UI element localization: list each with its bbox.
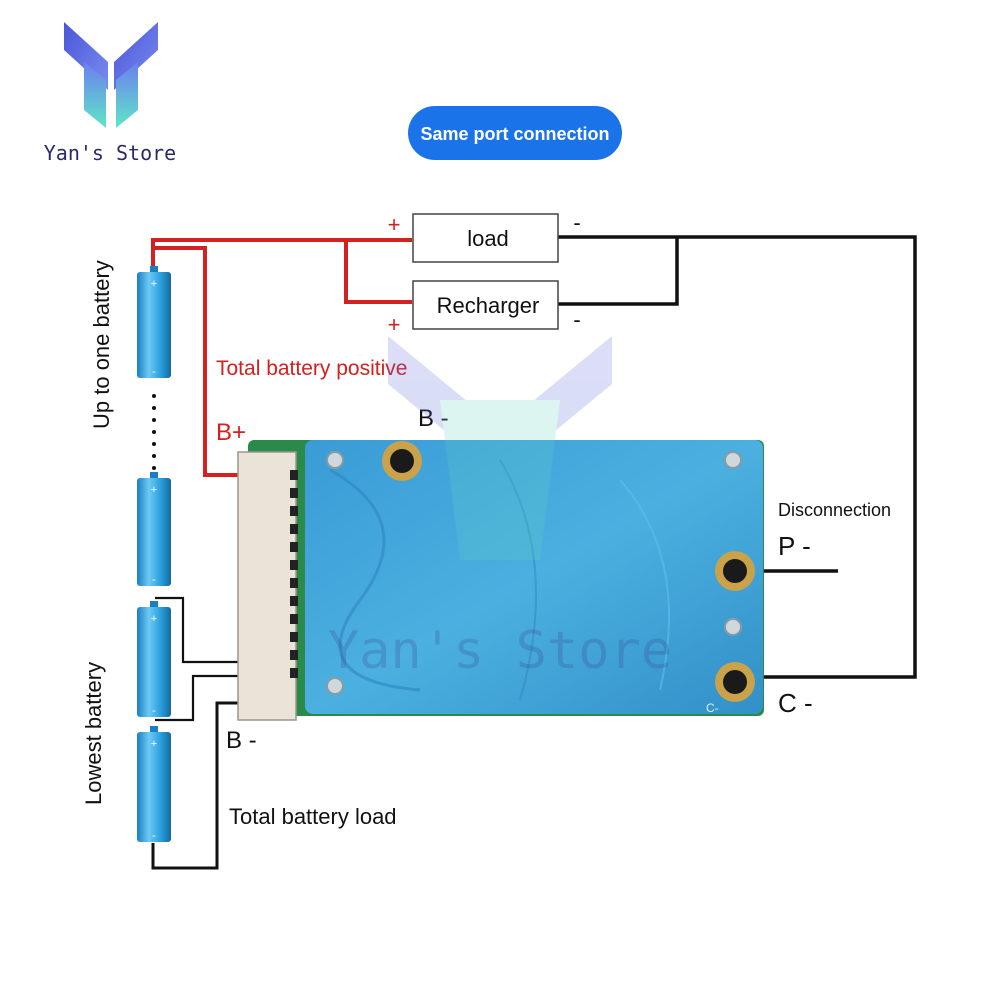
up-to-one-battery-label: Up to one battery <box>89 260 114 429</box>
battery-body <box>137 607 171 717</box>
bms-board: C- <box>237 440 764 721</box>
positive-wire-to-recharger <box>344 240 412 304</box>
battery-plus-mark: + <box>151 484 157 496</box>
b-plus-label: B+ <box>216 419 246 446</box>
watermark-store-name: Yan's Store <box>328 621 672 681</box>
b-minus-terminal <box>382 441 422 481</box>
negative-wiring <box>558 235 917 679</box>
disconnection-label: Disconnection <box>778 500 891 520</box>
battery-body <box>137 272 171 378</box>
store-name: Yan's Store <box>44 141 176 165</box>
recharger-negative-wire <box>558 237 679 306</box>
balance-wire-1 <box>155 596 245 664</box>
pcb-insulation-cover <box>305 440 763 714</box>
load-box-frame <box>412 213 559 263</box>
recharger-minus-sign: - <box>573 307 580 332</box>
positive-wire-to-load <box>151 238 412 272</box>
watermark-right-arm-shape <box>532 336 612 450</box>
positive-wiring <box>151 238 412 477</box>
cover-wrinkle <box>619 479 670 691</box>
battery-body <box>137 732 171 842</box>
connection-badge: Same port connection <box>408 106 622 160</box>
balance-connector <box>237 451 297 721</box>
b-minus-top-label: B - <box>418 405 449 432</box>
balance-wiring <box>151 596 245 870</box>
battery-cap <box>150 601 158 609</box>
watermark-stem-shape <box>440 400 560 560</box>
store-watermark: Yan's Store <box>328 336 672 681</box>
battery-minus-mark: - <box>152 574 156 586</box>
battery-cap <box>150 472 158 480</box>
watermark-left-arm-shape <box>388 336 468 450</box>
cover-wrinkle <box>499 459 537 701</box>
load-label: load <box>467 226 509 251</box>
store-logo: Yan's Store <box>44 22 176 165</box>
battery-plus-mark: + <box>151 613 157 625</box>
battery-body <box>137 478 171 586</box>
recharger-plus-sign: + <box>388 312 401 337</box>
load-box: load <box>412 213 559 263</box>
total-positive-label: Total battery positive <box>216 357 407 380</box>
positive-wire-to-bplus <box>153 246 240 477</box>
battery-cell-upper-mid: + - <box>137 472 171 586</box>
connector-pins <box>290 470 298 678</box>
logo-stem-right-shape <box>116 62 138 128</box>
load-negative-wire <box>558 235 917 679</box>
board-silkscreen-mark: C- <box>706 701 719 715</box>
battery-cell-lower-mid: + - <box>137 601 171 717</box>
battery-minus-mark: - <box>152 366 156 378</box>
badge-background <box>408 106 622 160</box>
load-minus-sign: - <box>573 210 580 235</box>
battery-minus-mark: - <box>152 830 156 842</box>
battery-cell-bottom: + - <box>137 726 171 842</box>
c-minus-terminal <box>715 662 755 702</box>
battery-cap <box>150 726 158 734</box>
recharger-box: Recharger <box>412 280 559 330</box>
battery-ellipsis <box>152 394 156 470</box>
battery-cap <box>150 266 158 274</box>
b-minus-bottom-label: B - <box>226 727 257 754</box>
badge-label: Same port connection <box>420 124 609 144</box>
battery-plus-mark: + <box>151 278 157 290</box>
logo-stem-left-shape <box>84 62 106 128</box>
battery-plus-mark: + <box>151 738 157 750</box>
p-minus-label: P - <box>778 531 811 561</box>
mounting-screws <box>326 451 742 695</box>
balance-wire-2 <box>155 674 245 722</box>
battery-minus-mark: - <box>152 705 156 717</box>
cover-wrinkle <box>329 468 421 692</box>
total-load-wire <box>151 701 245 870</box>
load-plus-sign: + <box>388 212 401 237</box>
total-load-label: Total battery load <box>229 804 397 829</box>
recharger-box-frame <box>412 280 559 330</box>
lowest-battery-label: Lowest battery <box>81 662 106 805</box>
battery-cell-top: + - <box>137 266 171 378</box>
c-minus-label: C - <box>778 688 813 718</box>
battery-stack: + - + - + - + - <box>137 266 171 842</box>
recharger-label: Recharger <box>437 293 540 318</box>
p-minus-terminal <box>715 551 755 591</box>
